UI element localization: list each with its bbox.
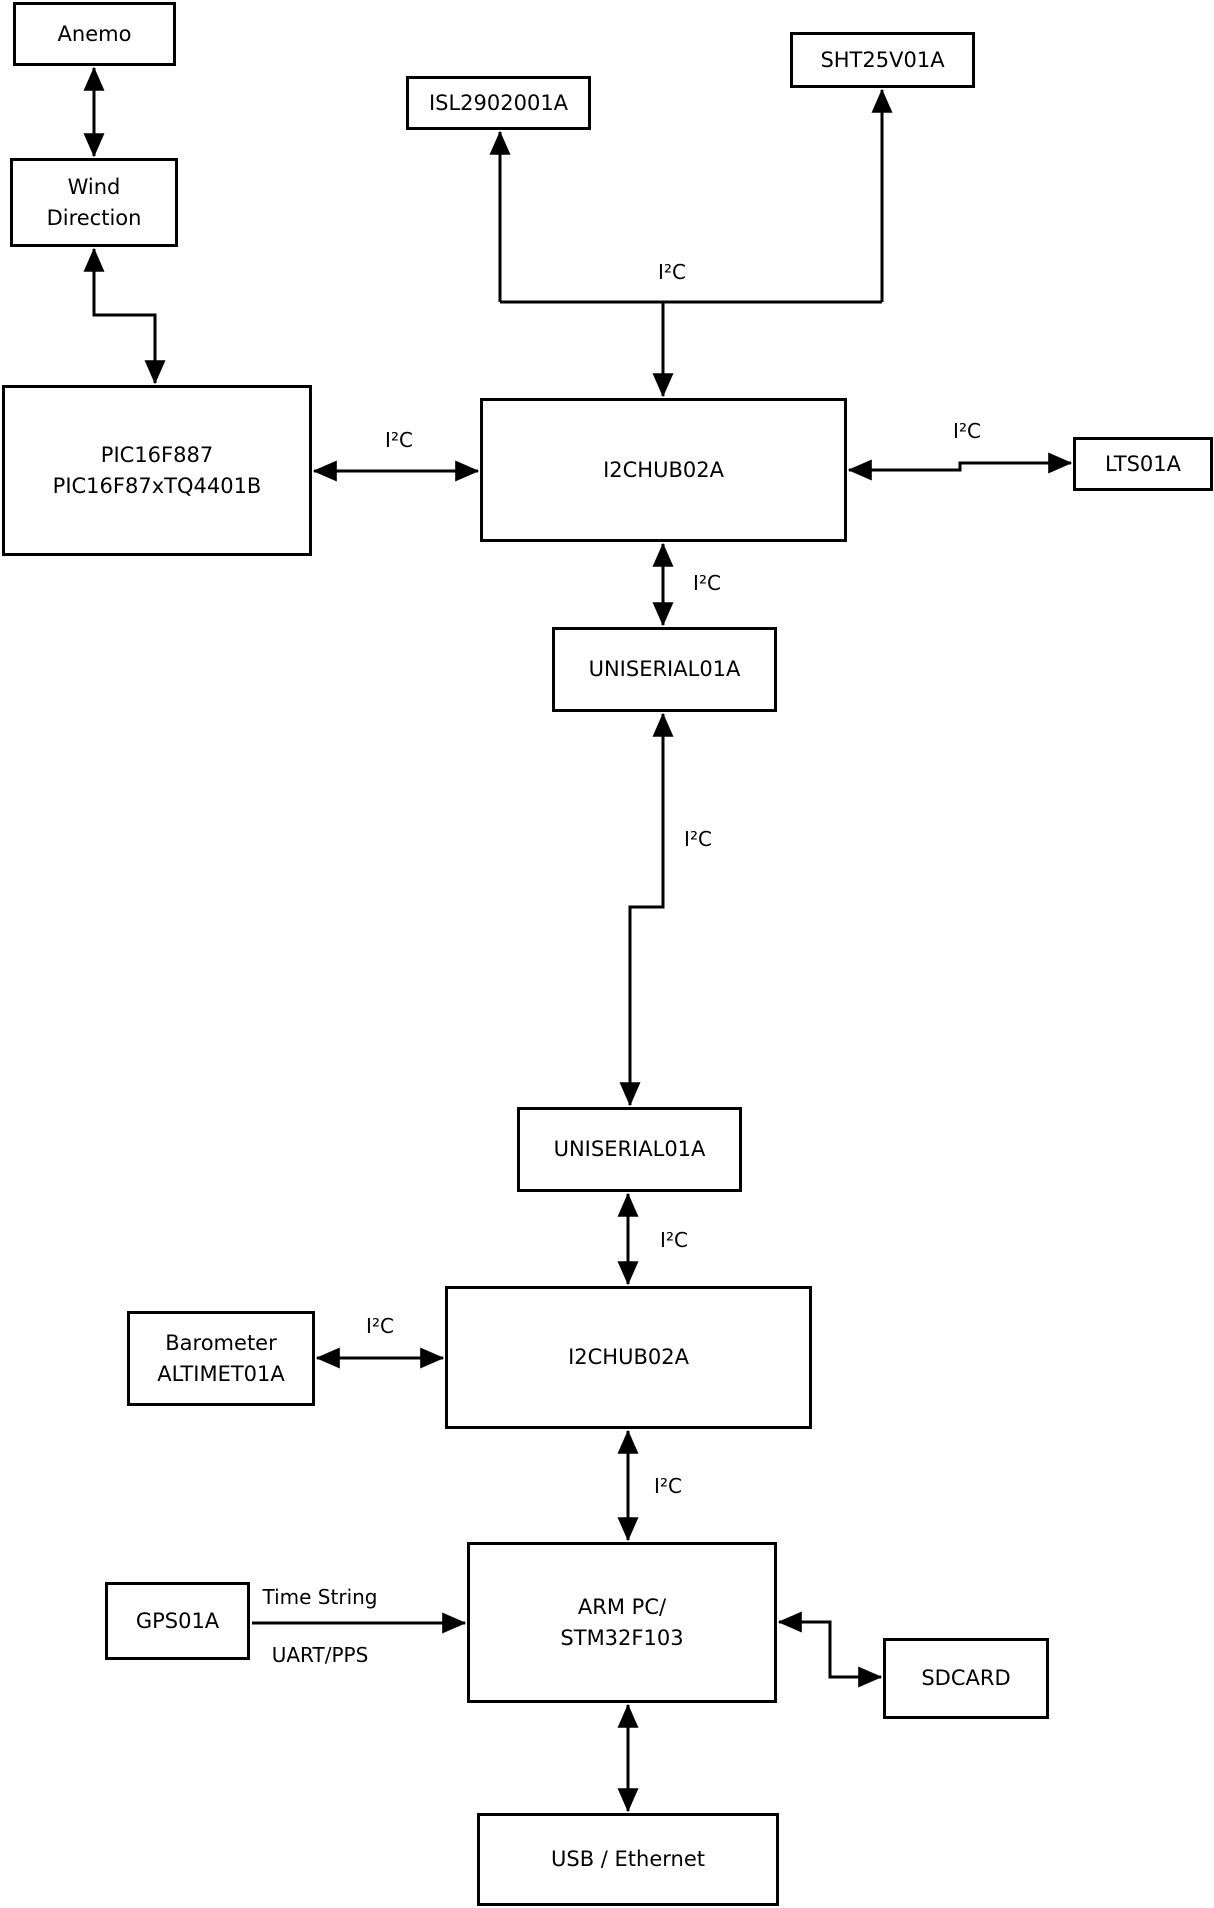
node-uniserial01a-bottom: UNISERIAL01A [517, 1107, 742, 1192]
node-uniserial01a-top-label: UNISERIAL01A [588, 657, 741, 682]
node-anemo-label: Anemo [57, 21, 132, 46]
edge-label-i2c-pic-hub: I²C [385, 428, 413, 452]
node-sdcard: SDCARD [883, 1638, 1049, 1719]
node-uniserial01a-bottom-label: UNISERIAL01A [553, 1137, 706, 1162]
node-i2chub02a-bottom: I2CHUB02A [445, 1286, 812, 1429]
node-wind-direction: Wind Direction [10, 158, 178, 247]
node-usb-ethernet: USB / Ethernet [477, 1813, 779, 1906]
node-arm-pc-stm32f103: ARM PC/ STM32F103 [467, 1542, 777, 1703]
node-barometer-altimet01a-label: Barometer ALTIMET01A [157, 1331, 285, 1386]
edge-winddirection-pic [83, 247, 166, 385]
node-pic16f887: PIC16F887 PIC16F87xTQ4401B [2, 385, 312, 556]
node-isl2902001a-label: ISL2902001A [428, 90, 569, 115]
node-pic16f887-label: PIC16F887 PIC16F87xTQ4401B [52, 443, 262, 498]
edge-label-i2c-hub-lts: I²C [953, 419, 981, 443]
node-usb-ethernet-label: USB / Ethernet [551, 1847, 705, 1872]
node-uniserial01a-top: UNISERIAL01A [552, 627, 777, 712]
edge-uniserial-top-uniserial-bottom [619, 712, 674, 1107]
edge-label-i2c-uniserial-link: I²C [684, 827, 712, 851]
node-anemo: Anemo [13, 2, 176, 66]
edge-label-i2c-sensor-bus: I²C [658, 260, 686, 284]
node-sdcard-label: SDCARD [921, 1666, 1011, 1691]
node-i2chub02a-top-label: I2CHUB02A [603, 457, 724, 482]
node-sht25v01a: SHT25V01A [790, 32, 975, 88]
edge-armpc-sdcard [777, 1611, 883, 1688]
node-lts01a: LTS01A [1073, 437, 1213, 491]
node-lts01a-label: LTS01A [1104, 451, 1182, 476]
edge-i2chub-top-lts [847, 452, 1073, 481]
node-i2chub02a-bottom-label: I2CHUB02A [568, 1345, 689, 1370]
node-gps01a-label: GPS01A [135, 1608, 220, 1633]
edge-label-time-string: Time String [262, 1585, 378, 1609]
edge-label-i2c-hub-uniserial: I²C [693, 571, 721, 595]
node-i2chub02a-top: I2CHUB02A [480, 398, 847, 542]
edge-label-i2c-barometer-hub2: I²C [366, 1314, 394, 1338]
node-wind-direction-label: Wind Direction [46, 175, 142, 230]
edge-label-i2c-uniserial-hub2: I²C [660, 1228, 688, 1252]
node-barometer-altimet01a: Barometer ALTIMET01A [127, 1311, 315, 1406]
node-arm-pc-stm32f103-label: ARM PC/ STM32F103 [560, 1595, 684, 1650]
node-sht25v01a-label: SHT25V01A [820, 47, 945, 72]
node-isl2902001a: ISL2902001A [406, 76, 591, 130]
edge-label-uart-pps: UART/PPS [271, 1643, 369, 1667]
node-gps01a: GPS01A [105, 1582, 250, 1660]
edge-label-i2c-hub2-arm: I²C [654, 1474, 682, 1498]
